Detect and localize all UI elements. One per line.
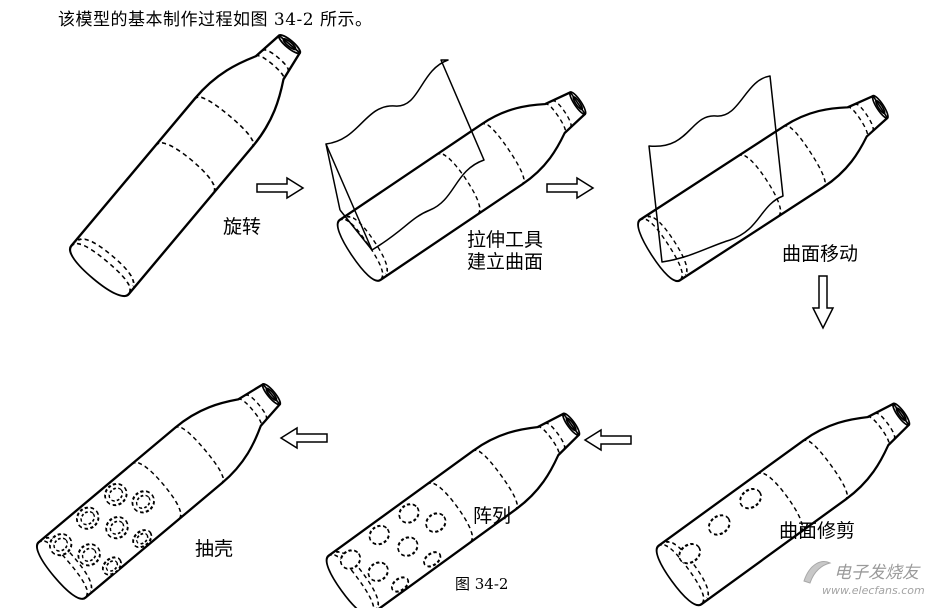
bottle-move — [630, 73, 904, 287]
watermark-url: www.elecfans.com — [822, 584, 925, 597]
figure-caption: 图 34-2 — [455, 575, 509, 593]
watermark: 电子发烧友 www.elecfans.com — [800, 557, 940, 603]
label-move: 曲面移动 — [782, 243, 859, 265]
label-shell: 抽壳 — [195, 538, 234, 560]
label-extrude-line2: 建立曲面 — [467, 251, 544, 273]
moved-wavy-surface — [648, 75, 784, 263]
arrow-right-2 — [546, 177, 594, 199]
arrow-left-2 — [280, 427, 328, 449]
label-pattern: 阵列 — [473, 505, 512, 527]
label-trim: 曲面修剪 — [779, 520, 856, 542]
extruded-wavy-surface — [325, 59, 485, 251]
bottle-shell — [29, 363, 299, 606]
watermark-logo-icon — [803, 561, 832, 584]
label-revolve: 旋转 — [223, 216, 262, 238]
watermark-name: 电子发烧友 — [834, 563, 919, 583]
arrow-down — [812, 275, 834, 329]
intro-text: 该模型的基本制作过程如图 34-2 所示。 — [58, 10, 373, 30]
bottle-revolve — [63, 16, 322, 304]
arrow-right-1 — [256, 177, 304, 199]
arrow-left-1 — [584, 429, 632, 451]
label-extrude-line1: 拉伸工具 — [467, 229, 544, 251]
